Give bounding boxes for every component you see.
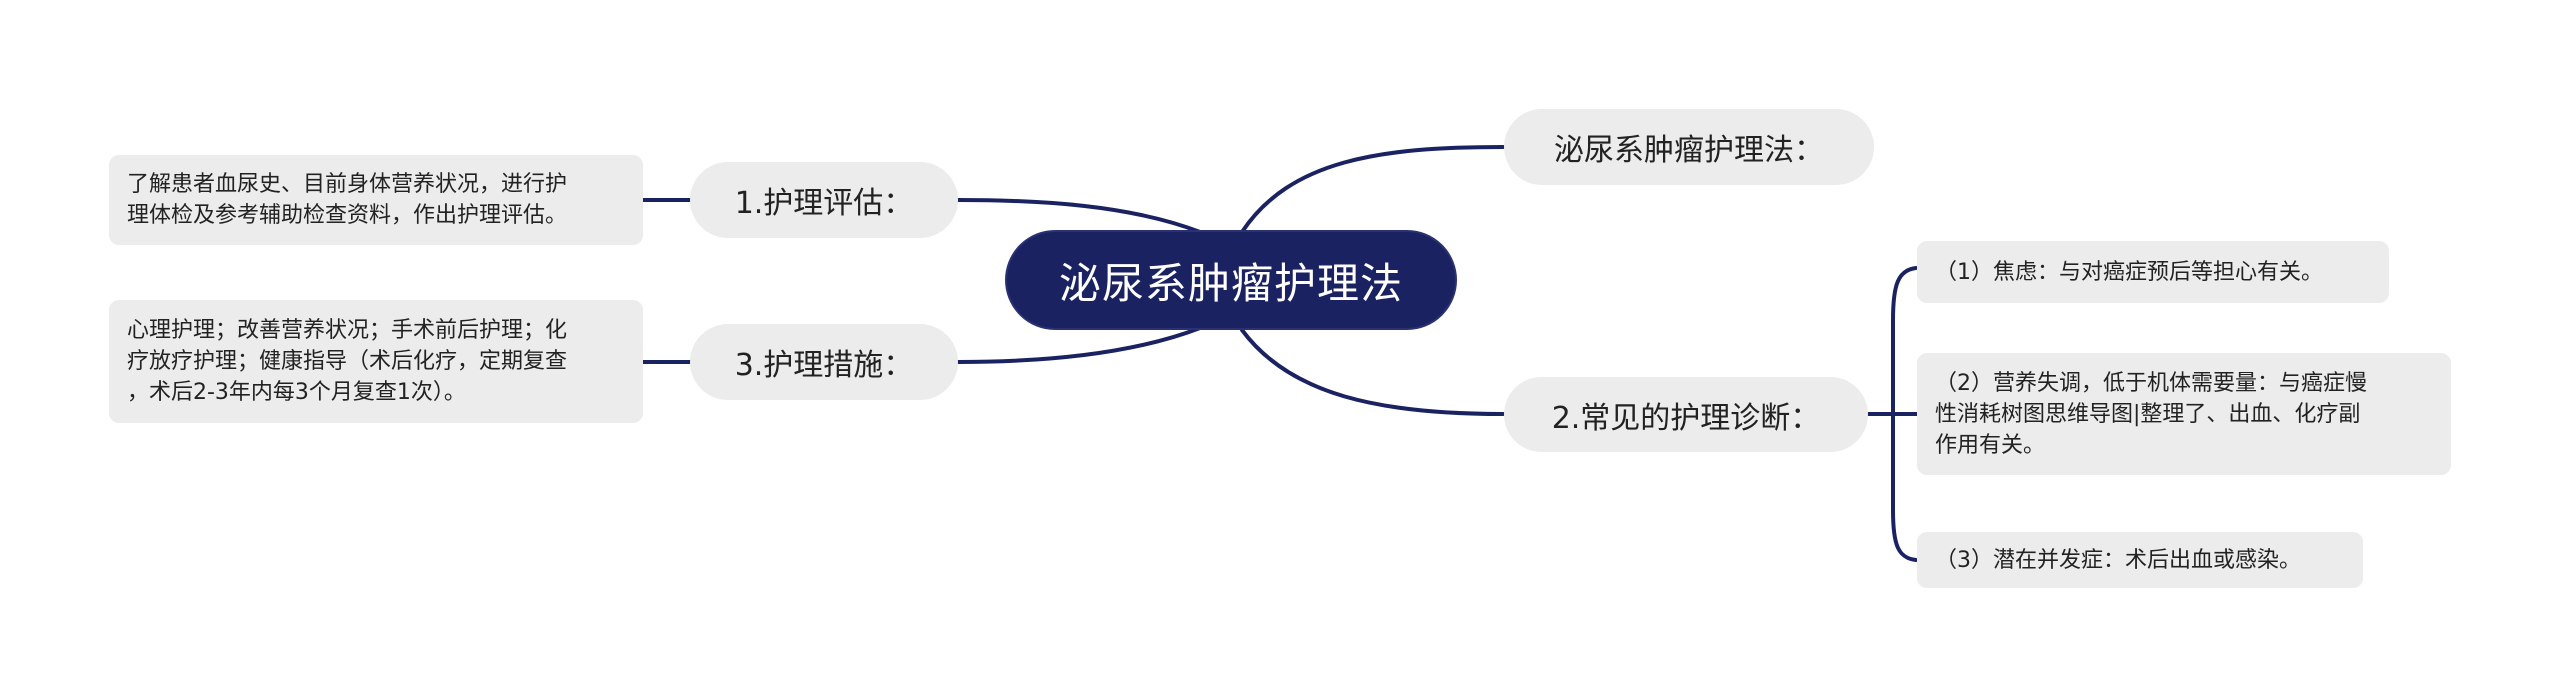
leaf-node-complications[interactable]: （3）潜在并发症：术后出血或感染。 <box>1917 532 2363 588</box>
branch-node-title[interactable]: 泌尿系肿瘤护理法： <box>1504 109 1874 185</box>
link-root-b2 <box>1240 328 1505 416</box>
branch-node-assessment[interactable]: 1.护理评估： <box>690 162 958 238</box>
root-node[interactable]: 泌尿系肿瘤护理法 <box>1005 230 1457 330</box>
leaf-line: 疗放疗护理；健康指导（术后化疗，定期复查 <box>127 349 568 374</box>
leaf-line: 了解患者血尿史、目前身体营养状况，进行护 <box>127 172 568 197</box>
branch-label: 泌尿系肿瘤护理法： <box>1554 133 1824 168</box>
leaf-line: 作用有关。 <box>1935 432 2046 458</box>
leaf-node-measures[interactable]: 心理护理；改善营养状况；手术前后护理；化 疗放疗护理；健康指导（术后化疗，定期复… <box>109 300 643 423</box>
link-b2-bracket <box>1891 266 1918 562</box>
leaf-line: （3）潜在并发症：术后出血或感染。 <box>1935 547 2301 573</box>
leaf-node-assessment[interactable]: 了解患者血尿史、目前身体营养状况，进行护 理体检及参考辅助检查资料，作出护理评估… <box>109 155 643 245</box>
branch-label: 3.护理措施： <box>734 348 914 383</box>
leaf-line: 性消耗树图思维导图|整理了、出血、化疗副 <box>1935 401 2361 427</box>
leaf-line: 理体检及参考辅助检查资料，作出护理评估。 <box>127 203 568 228</box>
branch-node-diagnosis[interactable]: 2.常见的护理诊断： <box>1504 377 1868 452</box>
leaf-node-nutrition[interactable]: （2）营养失调，低于机体需要量：与癌症慢 性消耗树图思维导图|整理了、出血、化疗… <box>1917 353 2451 475</box>
branch-label: 2.常见的护理诊断： <box>1551 400 1821 436</box>
leaf-node-anxiety[interactable]: （1）焦虑：与对癌症预后等担心有关。 <box>1917 241 2389 303</box>
leaf-line: 心理护理；改善营养状况；手术前后护理；化 <box>127 318 568 343</box>
leaf-line: ，术后2-3年内每3个月复查1次）。 <box>127 380 466 405</box>
leaf-line: （1）焦虑：与对癌症预后等担心有关。 <box>1935 259 2323 285</box>
branch-node-measures[interactable]: 3.护理措施： <box>690 324 958 400</box>
leaf-line: （2）营养失调，低于机体需要量：与癌症慢 <box>1935 370 2367 396</box>
root-label: 泌尿系肿瘤护理法 <box>1058 258 1403 308</box>
link-root-b0 <box>1240 145 1505 234</box>
link-root-b1 <box>956 198 1202 234</box>
link-root-b3 <box>956 326 1202 364</box>
branch-label: 1.护理评估： <box>734 186 914 221</box>
